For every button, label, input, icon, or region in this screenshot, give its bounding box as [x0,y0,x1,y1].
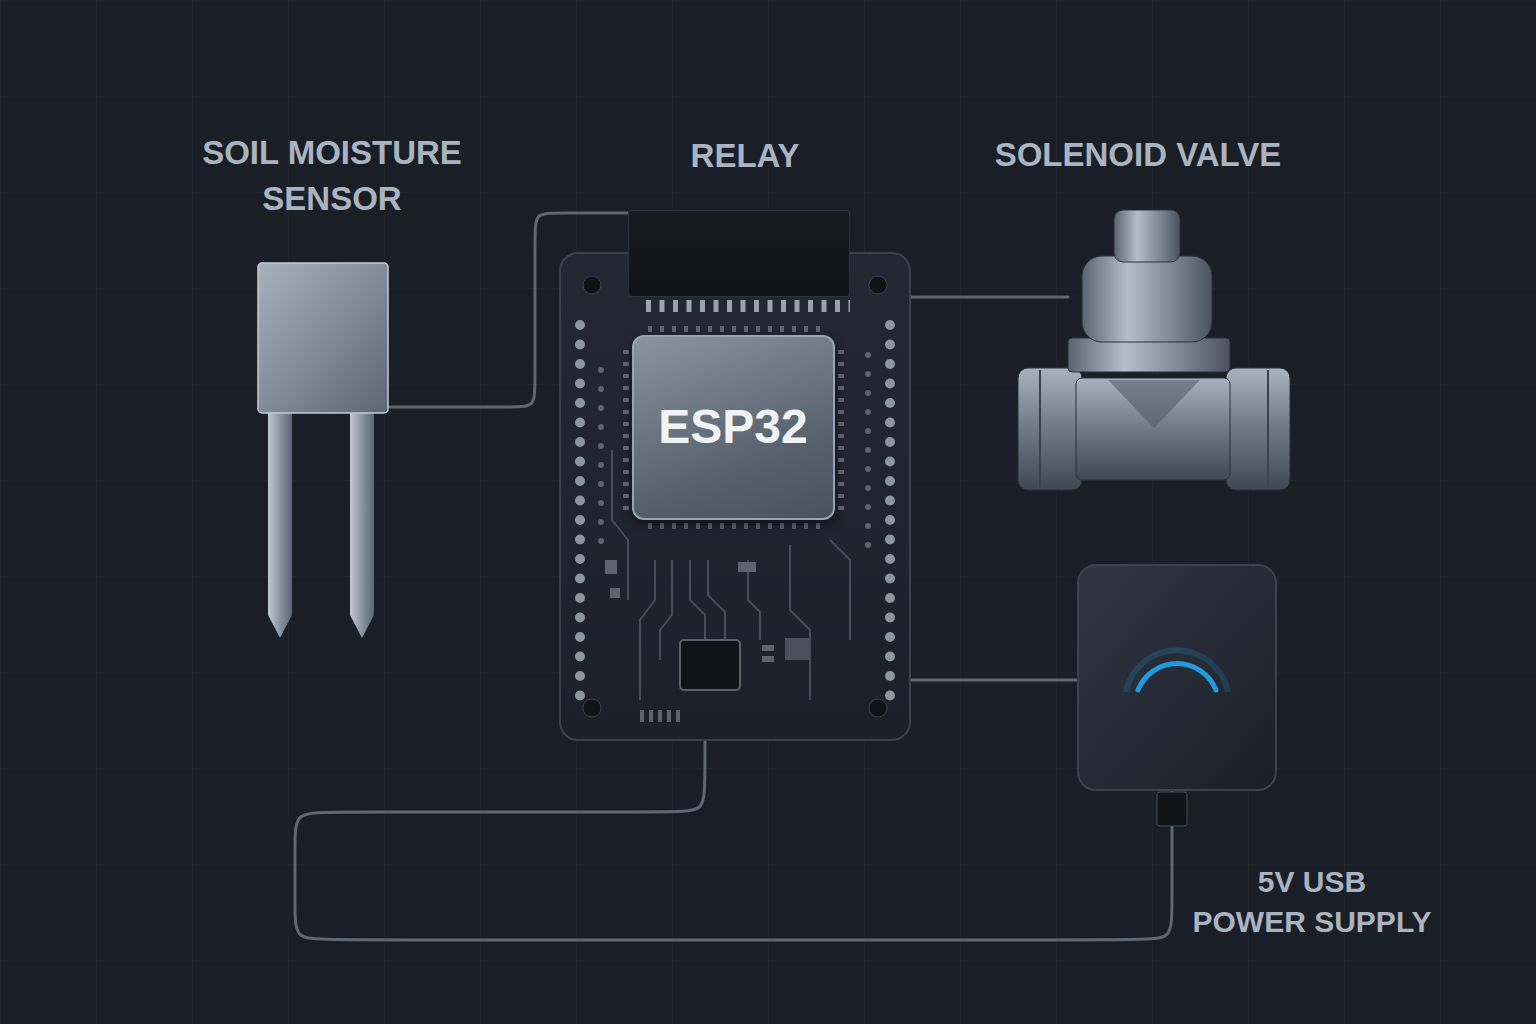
power-brick [1078,565,1276,790]
soil-sensor: SOIL MOISTURE SENSOR [258,263,388,413]
power-supply: 5V USB POWER SUPPLY [1078,565,1276,790]
solenoid-valve: SOLENOID VALVE [1068,210,1230,370]
valve-coil [1082,256,1212,342]
smd-part [605,560,617,574]
pin-row [575,325,585,700]
esp32-board [560,253,910,740]
valve-body [1076,378,1230,480]
smd-part [762,645,774,651]
solenoid-valve-figure [1018,210,1290,490]
trace [690,560,705,640]
part-label-block: SOLENOID VALVE [928,132,1348,178]
trace [830,540,850,640]
part-label-block: RELAY [595,133,895,179]
chip-pads [838,350,844,510]
pin-row [865,355,871,560]
chip-pads [623,350,629,510]
valve-nut [1226,368,1290,490]
chip-label: ESP32 [658,398,807,456]
valve-flange [1068,338,1230,372]
usb-chip [680,640,740,690]
pin-row [598,370,604,560]
sensor-prong [350,413,374,638]
smd-part [610,588,620,598]
mount-hole [869,699,887,717]
header-pins [646,300,850,312]
esp32-chip: ESP32 [632,335,835,520]
smd-part [762,656,774,662]
smd-part [785,638,809,660]
sensor-prong [268,413,292,638]
power-supply-figure [1078,565,1276,826]
part-label-block: SOIL MOISTURE SENSOR [162,130,502,222]
mount-hole [869,276,887,294]
part-label: 5V USB POWER SUPPLY [1152,862,1472,942]
mount-hole [583,699,601,717]
smd-row [640,710,680,722]
power-glow [1126,650,1228,692]
sensor-head [258,263,388,413]
part-label: RELAY [595,133,895,179]
nut-edge [1040,370,1268,488]
smd-part [738,562,756,572]
trace [660,560,672,660]
trace [612,450,628,600]
part-label: SOIL MOISTURE SENSOR [162,130,502,222]
part-label-block: 5V USB POWER SUPPLY [1152,862,1472,942]
chip-pads [648,523,822,529]
mount-hole [583,276,601,294]
valve-nut [1018,368,1082,490]
part-label: SOLENOID VALVE [928,132,1348,178]
trace [790,545,810,700]
relay-module: RELAY [628,210,850,297]
usb-plug [1157,792,1187,826]
trace [640,560,655,700]
valve-bevel [1108,380,1200,428]
trace [708,560,725,640]
soil-sensor-figure [258,263,388,638]
chip-pads [648,326,822,332]
power-indicator [1138,664,1216,690]
pin-row [885,325,895,700]
valve-cap [1114,210,1180,262]
board-outline [560,253,910,740]
